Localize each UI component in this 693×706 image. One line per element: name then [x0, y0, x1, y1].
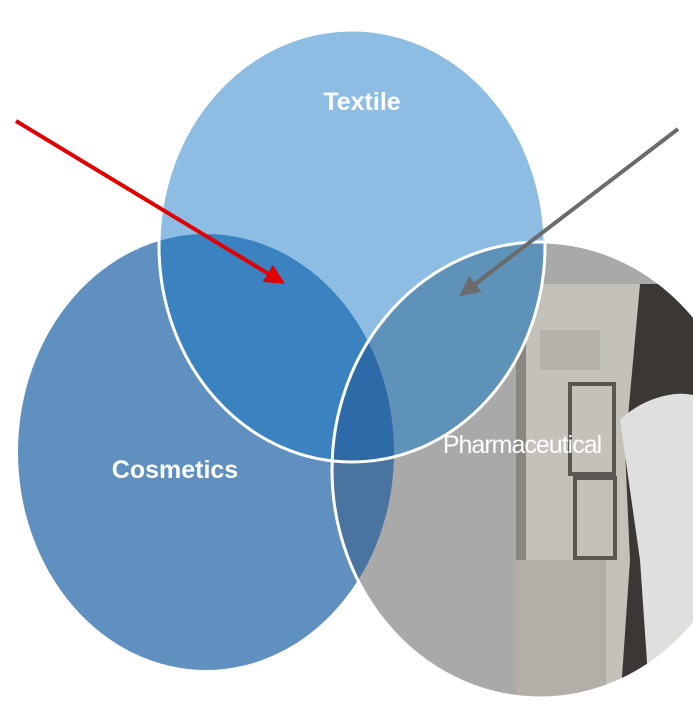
gray-arrow — [459, 127, 680, 297]
photo — [516, 284, 693, 698]
pharmaceutical-label: Pharmaceutical — [443, 431, 601, 459]
cosmetics-label: Cosmetics — [112, 456, 238, 484]
textile-pharmaceutical-overlap — [332, 242, 545, 462]
textile-label: Textile — [323, 88, 400, 116]
textile-outline — [157, 28, 547, 464]
red-arrow — [14, 119, 285, 284]
pharmaceutical-outline — [330, 240, 693, 700]
